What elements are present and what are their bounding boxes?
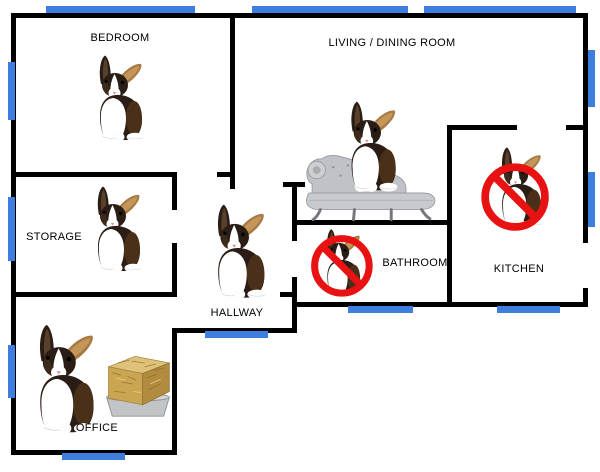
wall-segment [172,328,177,455]
room-label-bathroom: BATHROOM [382,257,447,269]
window-marker [8,197,15,261]
window-marker [62,453,125,460]
window-marker [588,50,595,107]
wall-segment [172,172,177,210]
room-label-office: OFFICE [76,422,118,434]
wall-segment [447,125,517,130]
wall-segment [13,172,177,177]
window-marker [205,331,268,338]
wall-segment [172,243,177,297]
room-label-storage: STORAGE [26,231,82,243]
rabbit-image-living-room [350,101,398,193]
wall-segment [13,292,177,297]
wall-segment [292,277,297,333]
wall-segment [292,182,297,241]
rabbit-image-hallway [217,204,267,300]
window-marker [8,62,15,120]
window-markers [8,6,595,460]
wall-segment [566,125,588,130]
window-marker [424,6,576,13]
rabbit-image-office [39,324,97,435]
window-marker [8,345,15,398]
hay-bale-image [106,355,170,417]
window-marker [497,306,560,313]
wall-segment [174,328,297,333]
wall-segment [583,13,588,243]
room-label-kitchen: KITCHEN [494,263,544,275]
wall-segment [13,450,177,455]
rabbit-image-storage [97,186,142,274]
wall-segment [217,172,235,177]
walls [11,13,588,455]
wall-segment [292,220,452,225]
wall-segment [13,13,588,18]
window-marker [348,306,413,313]
room-labels: BEDROOM LIVING / DINING ROOM STORAGE HAL… [26,32,544,434]
window-marker [252,6,408,13]
window-marker [588,172,595,227]
wall-segment [583,288,588,307]
room-label-hallway: HALLWAY [211,307,264,319]
wall-segment [447,125,452,307]
window-marker [46,6,195,13]
rabbit-image-bedroom [99,55,144,143]
room-label-living-dining-room: LIVING / DINING ROOM [328,37,455,49]
wall-segment [230,13,235,189]
room-label-bedroom: BEDROOM [91,32,150,44]
wall-segment [280,292,294,297]
wall-segment [292,302,588,307]
